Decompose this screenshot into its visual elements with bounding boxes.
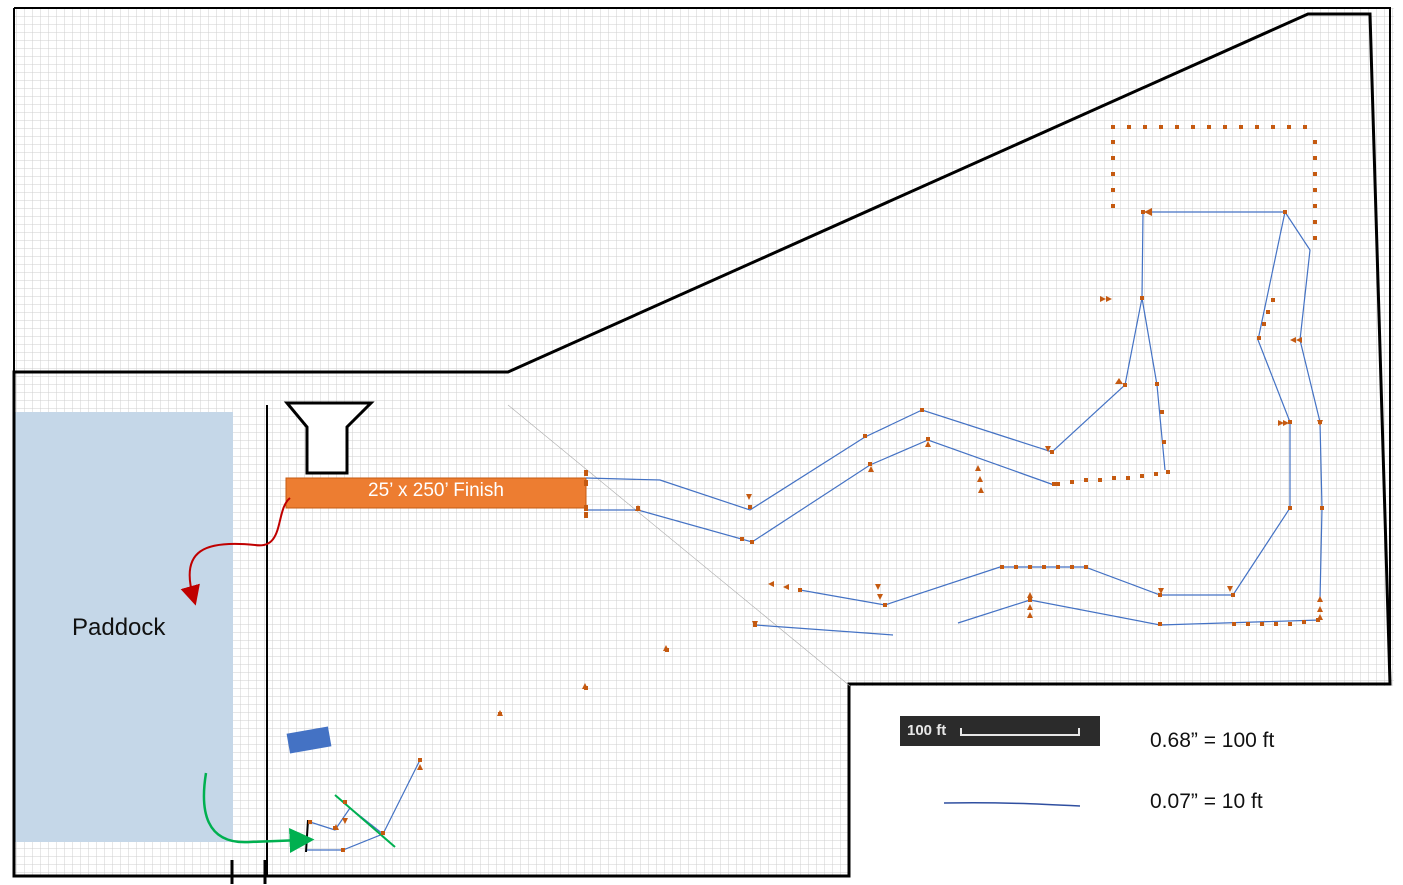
paddock-label: Paddock [72,614,166,641]
upper-boundary [14,7,1391,684]
funnel-icon [283,401,375,475]
scale-badge-text: 100 ft [907,722,947,739]
scale-badge: 100 ft [900,716,1100,746]
legend-line-sample [943,801,1081,807]
entry-arrow [202,772,315,853]
blue-box [286,726,332,754]
paddock-area [15,412,233,842]
scale-bar-icon [960,728,1080,736]
triangle-flags [333,208,1323,830]
legend-line-text: 0.07” = 10 ft [1150,790,1263,813]
finish-box [285,477,587,509]
legend-scale-text: 0.68” = 100 ft [1150,729,1275,752]
exit-arrow [180,497,291,606]
guide-line [507,404,851,687]
finish-label: 25’ x 250’ Finish [368,480,504,501]
